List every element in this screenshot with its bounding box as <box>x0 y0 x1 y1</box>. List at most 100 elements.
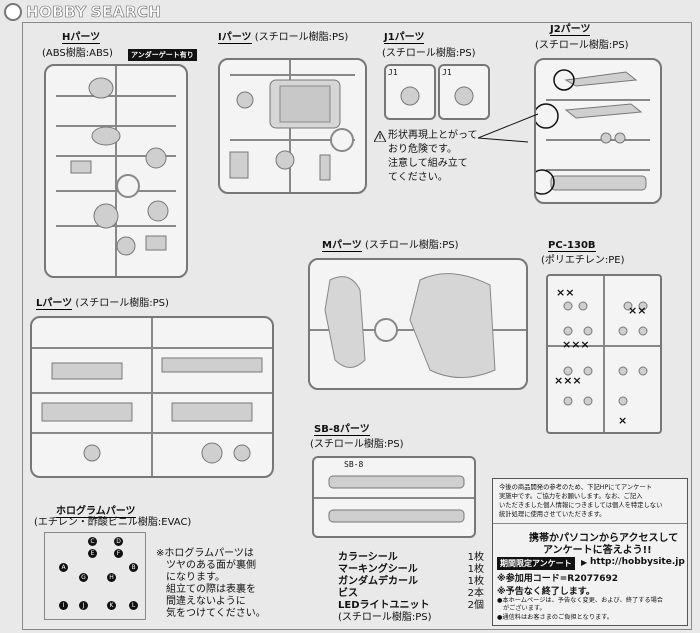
accessory-row: ビス 2本 <box>338 588 484 600</box>
h-parts-runner-drawing <box>56 66 176 276</box>
warning-line-2: おり危険です。 <box>388 144 457 155</box>
hologram-note-line-6: 気をつけてください。 <box>166 608 266 619</box>
survey-participation-code: ※参加用コード=R2077692 <box>497 574 619 584</box>
hologram-note-line-1: ※ホログラムパーツは <box>156 548 254 559</box>
j1-left-part-drawing <box>400 86 420 106</box>
warning-line-3: 注意して組み立て <box>388 158 468 169</box>
pc130b-runner-drawing: ×××× ××××××× <box>548 276 660 432</box>
m-parts-heading: Mパーツ (スチロール樹脂:PS) <box>322 240 459 252</box>
j1-runner-right-label: J1 <box>442 68 452 77</box>
j2-parts-material: (スチロール樹脂:PS) <box>535 40 629 51</box>
accessory-row: マーキングシール 1枚 <box>338 564 484 576</box>
survey-intro-line-2: 実施中です。ご協力をお願いします。なお、ご記入 <box>499 493 643 500</box>
accessories-list: カラーシール 1枚 マーキングシール 1枚 ガンダムデカール 1枚 ビス 2本 … <box>338 552 484 624</box>
survey-headline-2: アンケートに答えよう!! <box>543 545 652 556</box>
survey-intro-line-1: 今後の商品開発の参考のため、下記HPにてアンケート <box>499 484 653 491</box>
sb8-runner-drawing <box>314 475 474 523</box>
survey-intro-line-3: いただきました個人情報につきましては個人を特定しない <box>499 502 663 509</box>
accessory-name: ガンダムデカール <box>338 576 418 587</box>
accessory-name: LEDライトユニット <box>338 600 430 611</box>
i-parts-heading: Iパーツ (スチロール樹脂:PS) <box>218 32 348 44</box>
svg-text:××: ×× <box>556 286 574 299</box>
pc130b-title-wrap: PC-130B <box>548 240 596 252</box>
accessory-qty: 2本 <box>467 588 484 599</box>
hologram-label-a: A <box>59 563 68 572</box>
warning-pointer-lines <box>478 113 539 143</box>
survey-note-1b: がございます。 <box>503 605 546 612</box>
j2-parts-runner <box>534 58 662 204</box>
accessory-row: カラーシール 1枚 <box>338 552 484 564</box>
survey-intro: 今後の商品開発の参考のため、下記HPにてアンケート 実施中です。ご協力をお願いし… <box>499 483 662 519</box>
warning-line-1: 形状再現上とがって <box>388 130 478 141</box>
hologram-note-line-5: 間違えないように <box>166 596 246 607</box>
accessory-name: ビス <box>338 588 358 599</box>
j1-parts-material: (スチロール樹脂:PS) <box>382 48 476 59</box>
l-parts-runner-drawing <box>32 318 272 476</box>
sb8-material: (スチロール樹脂:PS) <box>310 439 404 450</box>
survey-headline-1: 携帯かパソコンからアクセスして <box>529 533 679 544</box>
j2-parts-runner-drawing <box>536 69 650 195</box>
svg-text:×××: ××× <box>554 374 582 387</box>
hologram-title: ホログラムパーツ <box>56 502 136 518</box>
pc130b-title: PC-130B <box>548 240 596 252</box>
accessory-qty: 1枚 <box>467 564 484 575</box>
m-parts-runner <box>308 258 528 390</box>
h-parts-material: (ABS樹脂:ABS) <box>42 48 113 59</box>
j1-right-part-drawing <box>454 86 474 106</box>
l-parts-title: Lパーツ <box>36 298 73 310</box>
logo-circle-icon <box>4 3 22 21</box>
survey-end-note: ※予告なく終了します。 <box>497 587 595 597</box>
hologram-label-b: B <box>129 563 138 572</box>
i-parts-title: Iパーツ <box>218 32 252 44</box>
survey-note-2: ●通信料はお客さまのご負担となります。 <box>497 614 613 621</box>
sb8-title: SB-8パーツ <box>314 424 370 436</box>
manual-page-border <box>22 22 692 630</box>
hologram-label-e: E <box>88 549 97 558</box>
survey-box: 今後の商品開発の参考のため、下記HPにてアンケート 実施中です。ご協力をお願いし… <box>492 478 688 626</box>
j2-parts-title-wrap: J2パーツ <box>550 24 591 36</box>
survey-arrow-icon: ▶ <box>581 558 588 567</box>
svg-text:×: × <box>618 414 627 427</box>
j2-parts-title: J2パーツ <box>550 24 591 36</box>
accessory-qty: 1枚 <box>467 576 484 587</box>
h-parts-undergate-badge: アンダーゲート有り <box>128 49 197 61</box>
survey-note-1: ●本ホームページは、予告なく変更、および、終了する場合 がございます。 <box>497 597 663 613</box>
accessories-note: (スチロール樹脂:PS) <box>338 612 432 623</box>
warning-triangle-icon <box>374 131 386 142</box>
hologram-label-g: G <box>79 573 88 582</box>
hologram-note-line-2: ツヤのある面が裏側 <box>166 560 256 571</box>
j1-runner-right: J1 <box>438 64 490 120</box>
accessory-qty: 1枚 <box>467 552 484 563</box>
i-parts-material: (スチロール樹脂:PS) <box>254 32 349 43</box>
l-parts-heading: Lパーツ (スチロール樹脂:PS) <box>36 298 169 310</box>
survey-intro-line-4: 統計処理に使用させていただきます。 <box>499 511 606 518</box>
svg-text:××: ×× <box>628 304 646 317</box>
svg-text:×××: ××× <box>562 338 590 351</box>
m-parts-runner-drawing <box>310 273 526 378</box>
h-parts-runner <box>44 64 188 278</box>
logo-text-hobby: HOBBY <box>26 3 87 22</box>
survey-url-link[interactable]: http://hobbysite.jp <box>590 557 685 567</box>
hologram-note-line-3: になります。 <box>166 572 225 583</box>
sb8-runner: SB-8 <box>312 456 476 538</box>
hologram-label-i: I <box>59 601 68 610</box>
hologram-note: ※ホログラムパーツは ツヤのある面が裏側 になります。 組立ての際は表裏を 間違… <box>156 548 266 620</box>
m-parts-title: Mパーツ <box>322 240 362 252</box>
accessory-row: ガンダムデカール 1枚 <box>338 576 484 588</box>
j1-runner-left: J1 <box>384 64 436 120</box>
pc130b-material: (ポリエチレン:PE) <box>541 255 625 266</box>
survey-divider <box>493 523 687 524</box>
hologram-note-line-4: 組立ての際は表裏を <box>166 584 256 595</box>
hologram-sheet: C D E F A B G H I J K L <box>44 532 146 620</box>
h-parts-title-label: Hパーツ <box>62 32 101 44</box>
j1-parts-title-wrap: J1パーツ <box>384 32 425 44</box>
j1-parts-title: J1パーツ <box>384 32 425 44</box>
l-parts-runner <box>30 316 274 478</box>
i-parts-runner-drawing <box>229 60 355 192</box>
hologram-label-j: J <box>79 601 88 610</box>
accessory-name: マーキングシール <box>338 564 418 575</box>
pc130b-runner: ×××× ××××××× <box>546 274 662 434</box>
hologram-label-h: H <box>107 573 116 582</box>
warning-line-4: てください。 <box>388 172 448 183</box>
hologram-label-c: C <box>88 537 97 546</box>
